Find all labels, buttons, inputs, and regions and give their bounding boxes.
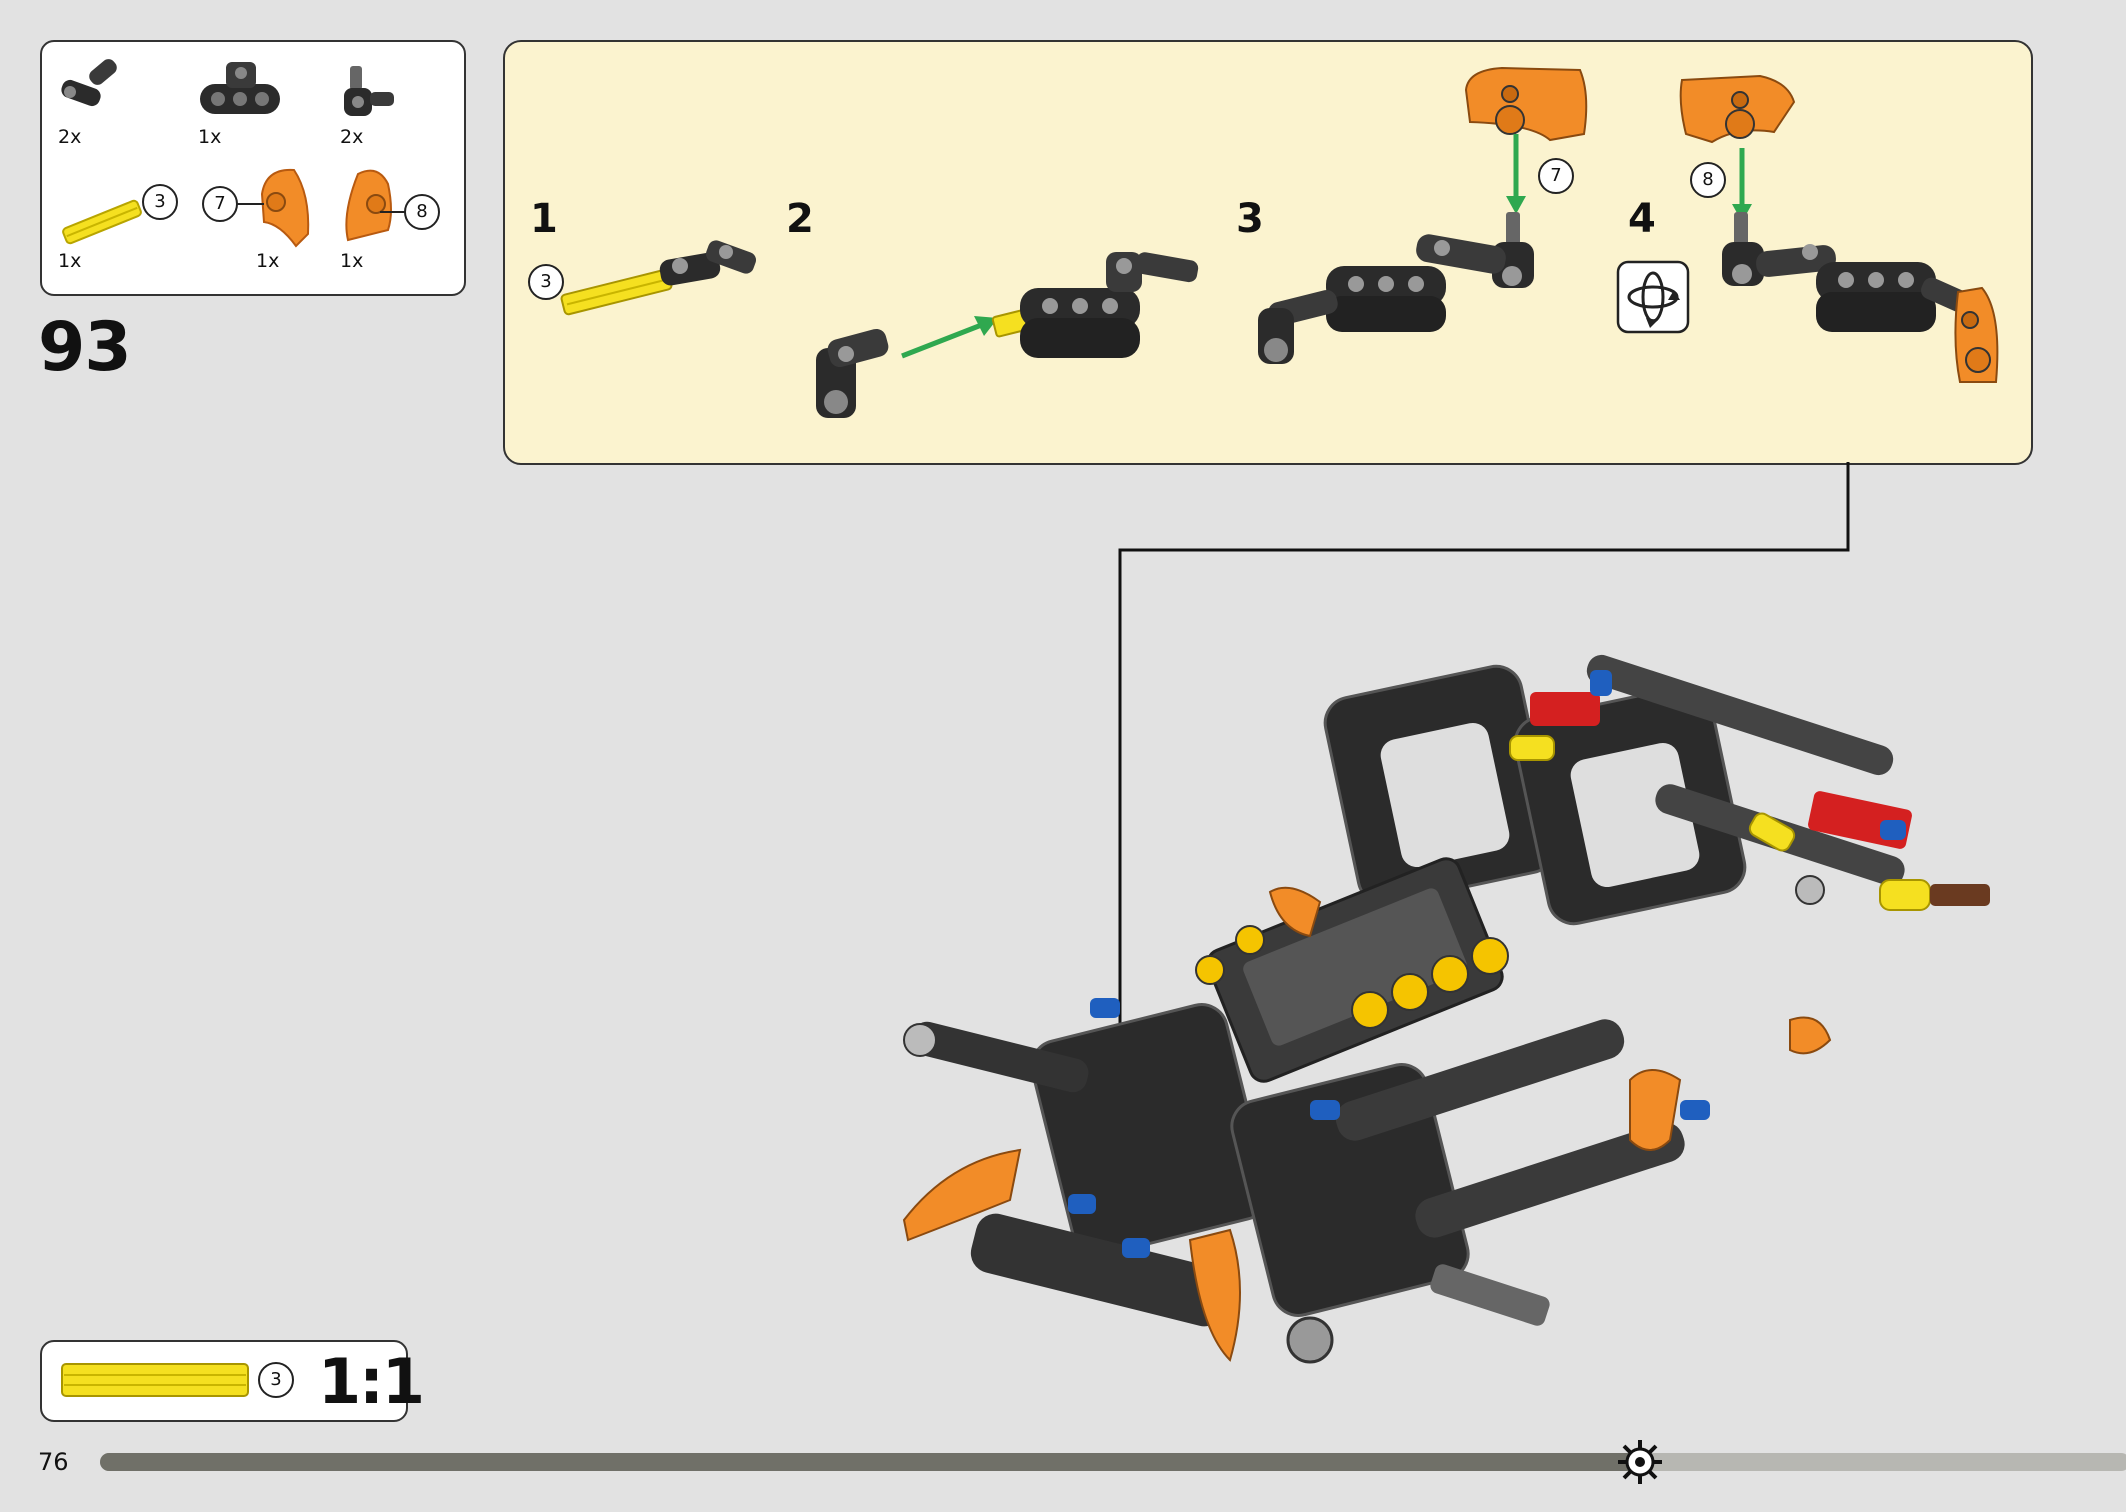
orange-panel-right-icon xyxy=(1679,74,1796,144)
step-number: 93 xyxy=(38,308,132,387)
substep-3-assembly-illustration xyxy=(1258,212,1534,364)
part-qty: 1x xyxy=(58,250,82,272)
black-beam-connector-icon xyxy=(200,62,280,114)
progress-fill xyxy=(100,1453,1640,1471)
part-qty: 1x xyxy=(340,250,364,272)
part-qty: 1x xyxy=(256,250,280,272)
part-callout: 7 xyxy=(202,186,238,222)
main-model-illustration xyxy=(902,654,1990,1364)
part-qty: 2x xyxy=(340,126,364,148)
substep-1-assembly-illustration xyxy=(560,240,757,316)
part-qty: 1x xyxy=(198,126,222,148)
black-pin-connector-icon xyxy=(344,66,394,116)
substep-label: 3 xyxy=(1236,196,1264,242)
scale-label: 1:1 xyxy=(318,1345,425,1418)
substep-label: 1 xyxy=(530,196,558,242)
page-number: 76 xyxy=(38,1448,69,1476)
part-qty: 2x xyxy=(58,126,82,148)
callout-leader-line xyxy=(380,211,406,213)
callout-leader-line xyxy=(236,203,264,205)
insert-arrow xyxy=(1506,134,1526,214)
substep-2-assembly-illustration xyxy=(816,252,1199,418)
part-callout: 8 xyxy=(404,194,440,230)
part-callout: 8 xyxy=(1690,162,1726,198)
orange-panel-left-icon xyxy=(260,168,310,248)
part-callout: 7 xyxy=(1538,158,1574,194)
substep-label: 4 xyxy=(1628,196,1656,242)
black-angle-connector-icon xyxy=(61,59,117,107)
yellow-axle-icon xyxy=(62,199,142,245)
substep-label: 2 xyxy=(786,196,814,242)
orange-panel-right-icon xyxy=(345,169,392,242)
progress-gear-icon xyxy=(1618,1440,1662,1484)
yellow-axle-icon xyxy=(61,1363,249,1397)
part-callout: 3 xyxy=(528,264,564,300)
part-callout: 3 xyxy=(258,1362,294,1398)
orange-panel-left-icon xyxy=(1464,66,1588,142)
part-callout: 3 xyxy=(142,184,178,220)
substep-4-assembly-illustration xyxy=(1722,212,1999,383)
rotate-model-icon xyxy=(1616,260,1690,334)
